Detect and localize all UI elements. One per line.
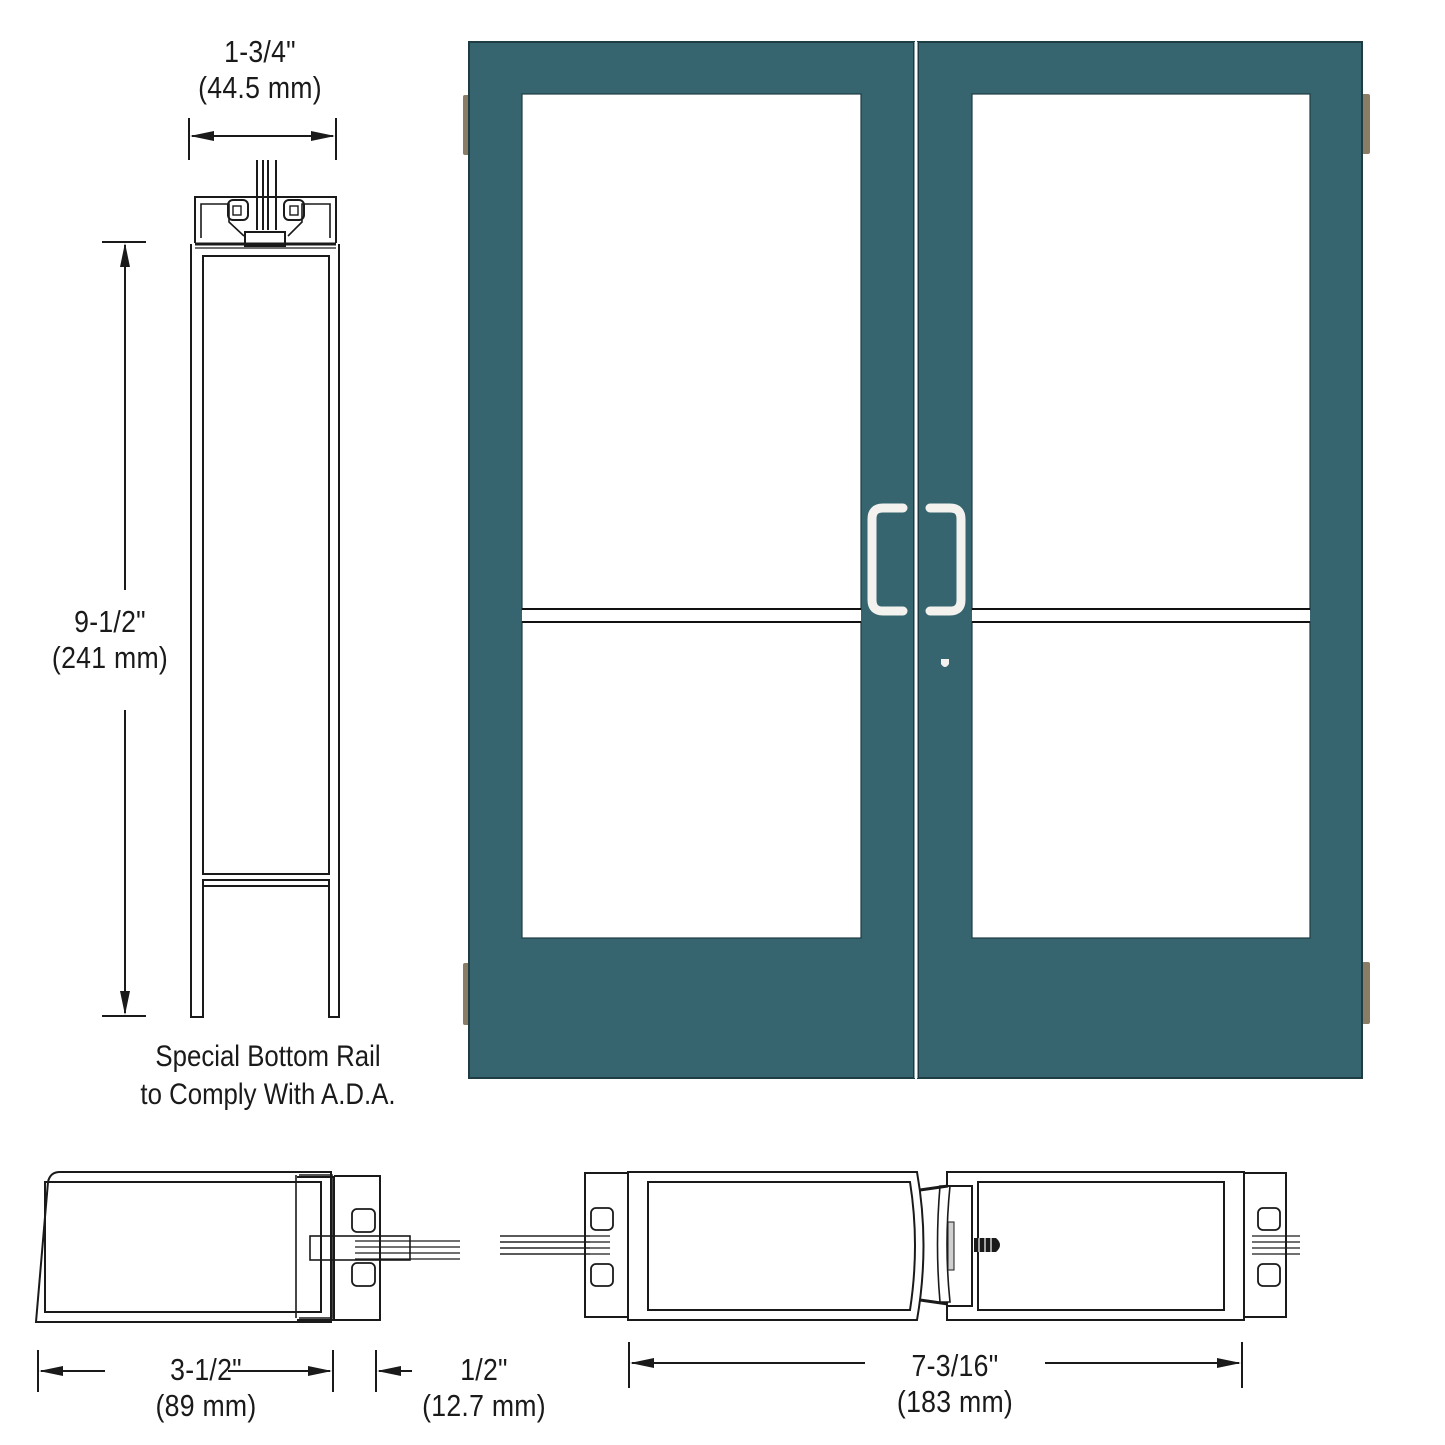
bottom-rail-section bbox=[102, 118, 340, 1018]
stile-depth-metric: (44.5 mm) bbox=[198, 70, 322, 105]
lock-cylinder-icon bbox=[941, 659, 949, 667]
stile-width-metric: (89 mm) bbox=[155, 1388, 257, 1423]
caption-line-1: Special Bottom Rail bbox=[155, 1040, 381, 1073]
stile-depth-dimension: 1-3/4" (44.5 mm) bbox=[174, 34, 346, 106]
bottom-rail-height-imperial: 9-1/2" bbox=[74, 604, 146, 639]
pull-handle-right-icon bbox=[925, 503, 966, 616]
caption-line-2: to Comply With A.D.A. bbox=[140, 1078, 396, 1111]
screw-icon bbox=[974, 1238, 1000, 1252]
left-door-leaf bbox=[468, 41, 915, 1079]
hinge-stile-section bbox=[34, 1171, 590, 1392]
glass-upper-left bbox=[521, 93, 862, 611]
glass-lower-right bbox=[971, 621, 1311, 939]
meeting-stiles-metric: (183 mm) bbox=[896, 1384, 1014, 1419]
stile-depth-imperial: 1-3/4" bbox=[224, 34, 296, 69]
stile-width-imperial: 3-1/2" bbox=[170, 1352, 242, 1387]
bottom-rail-caption: Special Bottom Rail to Comply With A.D.A… bbox=[113, 1038, 423, 1114]
meeting-stiles-imperial: 7-3/16" bbox=[911, 1348, 999, 1383]
hinge-top-right bbox=[1362, 94, 1370, 154]
stile-width-dimension: 3-1/2" (89 mm) bbox=[120, 1352, 292, 1424]
glass-lower-left bbox=[521, 621, 862, 939]
glass-bite-imperial: 1/2" bbox=[460, 1352, 508, 1387]
pull-handle-left-icon bbox=[867, 503, 908, 616]
meeting-stiles-dimension: 7-3/16" (183 mm) bbox=[869, 1348, 1041, 1420]
right-door-leaf bbox=[917, 41, 1363, 1079]
bottom-rail-height-metric: (241 mm) bbox=[51, 640, 169, 675]
door-elevation bbox=[463, 41, 1370, 1079]
glass-upper-right bbox=[971, 93, 1311, 611]
meeting-stile-section bbox=[500, 1171, 1300, 1388]
hinge-bottom-right bbox=[1362, 962, 1370, 1024]
glass-bite-dimension: 1/2" (12.7 mm) bbox=[398, 1352, 570, 1424]
bottom-rail-height-dimension: 9-1/2" (241 mm) bbox=[24, 604, 196, 676]
glass-bite-metric: (12.7 mm) bbox=[422, 1388, 546, 1423]
